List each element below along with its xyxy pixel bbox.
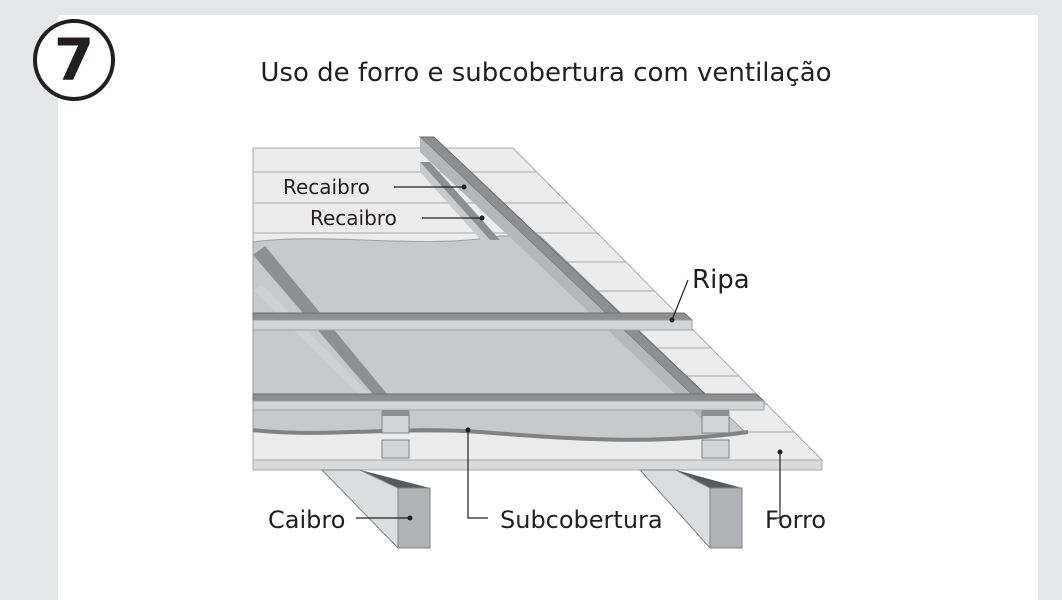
ripa-batten-upper [252,312,694,331]
diagram-title: Uso de forro e subcobertura com ventilaç… [260,58,832,88]
step-number-badge: 7 [33,19,115,101]
label-ripa: Ripa [692,265,750,295]
label-caibro: Caibro [268,506,345,534]
label-recaibro-lower: Recaibro [310,206,397,230]
caibro-rafter-left [320,469,431,550]
leader-lines [356,186,781,519]
step-number: 7 [53,26,95,94]
label-subcobertura: Subcobertura [500,506,663,534]
recaibro-counter-batten-lower [420,162,500,250]
spacer-blocks [381,411,730,459]
ripa-batten-lower [252,393,766,411]
caibro-rafter-right [638,469,743,550]
leader-dots [407,184,783,521]
label-recaibro-upper: Recaibro [283,175,370,199]
label-forro: Forro [765,506,826,534]
